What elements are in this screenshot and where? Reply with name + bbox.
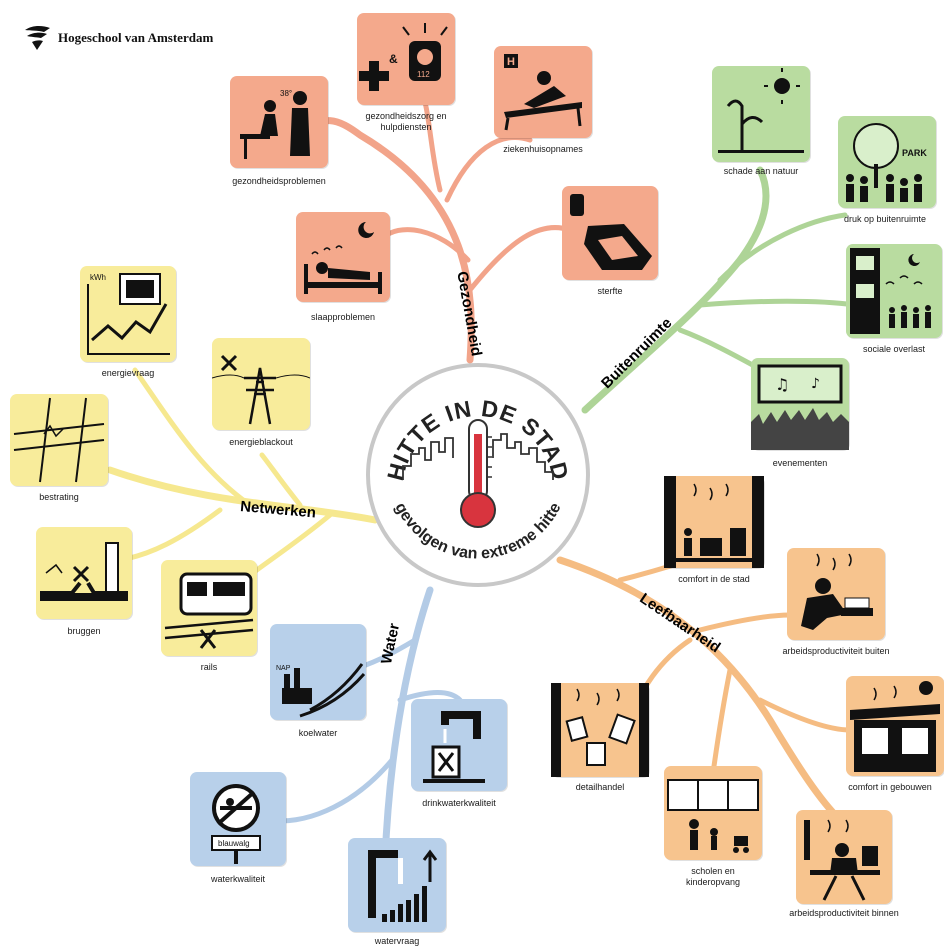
drinking-water-icon: [423, 711, 485, 783]
label-bruggen: bruggen: [67, 626, 101, 636]
tile-ziekenhuisopnames: H: [494, 46, 592, 138]
thermometer-icon: [460, 419, 496, 528]
coffin-icon: [570, 194, 652, 270]
hospital-bed-icon: H: [504, 54, 582, 131]
label-sterfte: sterfte: [597, 286, 623, 296]
tram-tracks-icon: [164, 572, 254, 649]
tap-bars-icon: [368, 849, 438, 922]
label-schade-aan-natuur: schade aan natuur: [723, 166, 799, 176]
svg-text:♫: ♫: [775, 375, 789, 394]
center-hub: HITTE IN DE STAD gevolgen van extreme hi…: [365, 362, 591, 588]
label-bestrating: bestrating: [39, 492, 79, 502]
nap-marker: NAP: [276, 665, 291, 672]
blue-algae-sign-icon: blauwalg: [211, 784, 261, 864]
label-detailhandel: detailhandel: [575, 782, 625, 792]
emergency-number: 112: [417, 70, 430, 79]
hva-logo-name: Hogeschool van Amsterdam: [58, 30, 214, 45]
tile-arbeid-binnen: [796, 810, 892, 904]
label-energievraag: energievraag: [101, 368, 155, 378]
power-plant-water-icon: NAP: [276, 663, 366, 718]
kwh-label: kWh: [90, 273, 106, 282]
label-drinkwaterkwaliteit: drinkwaterkwaliteit: [422, 798, 496, 808]
leefbaarheid-branch-line: [556, 556, 844, 824]
tile-detailhandel: [551, 683, 649, 777]
tile-arbeid-buiten: [787, 548, 885, 640]
energy-meter-icon: kWh: [87, 273, 170, 355]
street-heat-icon: [664, 476, 764, 568]
label-gezondheidszorg: gezondheidszorg en hulpdiensten: [365, 111, 447, 132]
svg-text:&: &: [389, 52, 398, 66]
shop-interior-icon: [551, 683, 649, 777]
label-slaapproblemen: slaapproblemen: [310, 312, 376, 322]
netwerken-branch-line: [106, 466, 379, 524]
tile-schade-aan-natuur: [712, 66, 810, 162]
tile-rails: [161, 560, 257, 656]
park-sign-text: PARK: [902, 148, 927, 158]
hva-flame-icon: [25, 25, 50, 50]
label-ziekenhuisopnames: ziekenhuisopnames: [503, 144, 583, 154]
tile-gezondheidszorg: & 112: [357, 13, 455, 105]
noisy-neighbours-icon: [850, 248, 931, 334]
tile-evenementen: ♫ ♪: [751, 358, 849, 450]
label-comfort-in-gebouwen: comfort in gebouwen: [848, 782, 932, 792]
crowded-park-icon: PARK: [846, 123, 927, 202]
classroom-icon: [667, 779, 759, 853]
water-branch-line: [381, 586, 434, 864]
label-gezondheidsproblemen: gezondheidsproblemen: [232, 176, 326, 186]
label-koelwater: koelwater: [298, 728, 338, 738]
tile-drinkwaterkwaliteit: [411, 699, 507, 791]
wilting-plant-icon: [718, 68, 804, 153]
sleeping-person-icon: [304, 222, 382, 294]
tile-comfort-in-de-stad: [664, 476, 764, 568]
tile-energievraag: kWh: [80, 266, 176, 362]
tile-slaapproblemen: [296, 212, 390, 302]
hva-logo: Hogeschool van Amsterdam: [22, 22, 262, 52]
svg-text:♪: ♪: [811, 376, 820, 392]
office-worker-icon: [804, 819, 880, 901]
broken-bridge-icon: [40, 542, 128, 601]
label-sociale-overlast: sociale overlast: [862, 344, 926, 354]
label-comfort-in-de-stad: comfort in de stad: [678, 574, 750, 584]
pylon-icon: [212, 354, 310, 425]
label-arbeid-buiten: arbeidsproductiviteit buiten: [782, 646, 890, 656]
label-watervraag: watervraag: [374, 936, 420, 946]
label-druk-op-buitenruimte: druk op buitenruimte: [843, 214, 927, 224]
tile-bestrating: [10, 394, 108, 486]
cracked-pavement-icon: [13, 397, 105, 483]
svg-text:38°: 38°: [280, 89, 292, 98]
label-energieblackout: energieblackout: [229, 437, 293, 447]
tile-scholen: [664, 766, 762, 860]
tile-energieblackout: [212, 338, 310, 430]
tile-gezondheidsproblemen: 38°: [230, 76, 328, 168]
tile-sterfte: [562, 186, 658, 280]
doctor-patient-icon: 38°: [240, 89, 310, 159]
tile-druk-op-buitenruimte: PARK: [838, 116, 936, 208]
emergency-siren-icon: & 112: [359, 23, 448, 91]
label-evenementen: evenementen: [772, 458, 828, 468]
hospital-letter: H: [507, 56, 515, 68]
hot-building-icon: [850, 681, 940, 772]
blauwalg-sign-text: blauwalg: [218, 839, 250, 848]
tile-comfort-in-gebouwen: [846, 676, 944, 776]
concert-crowd-icon: ♫ ♪: [751, 364, 849, 450]
tile-koelwater: NAP: [270, 624, 366, 720]
tile-waterkwaliteit: blauwalg: [190, 772, 286, 866]
label-waterkwaliteit: waterkwaliteit: [210, 874, 266, 884]
tile-sociale-overlast: [846, 244, 942, 338]
tile-watervraag: [348, 838, 446, 932]
tile-bruggen: [36, 527, 132, 619]
label-rails: rails: [200, 662, 218, 672]
label-arbeid-binnen: arbeidsproductiviteit binnen: [789, 908, 899, 918]
outdoor-worker-icon: [801, 553, 873, 630]
label-scholen: scholen en kinderopvang: [685, 866, 741, 887]
